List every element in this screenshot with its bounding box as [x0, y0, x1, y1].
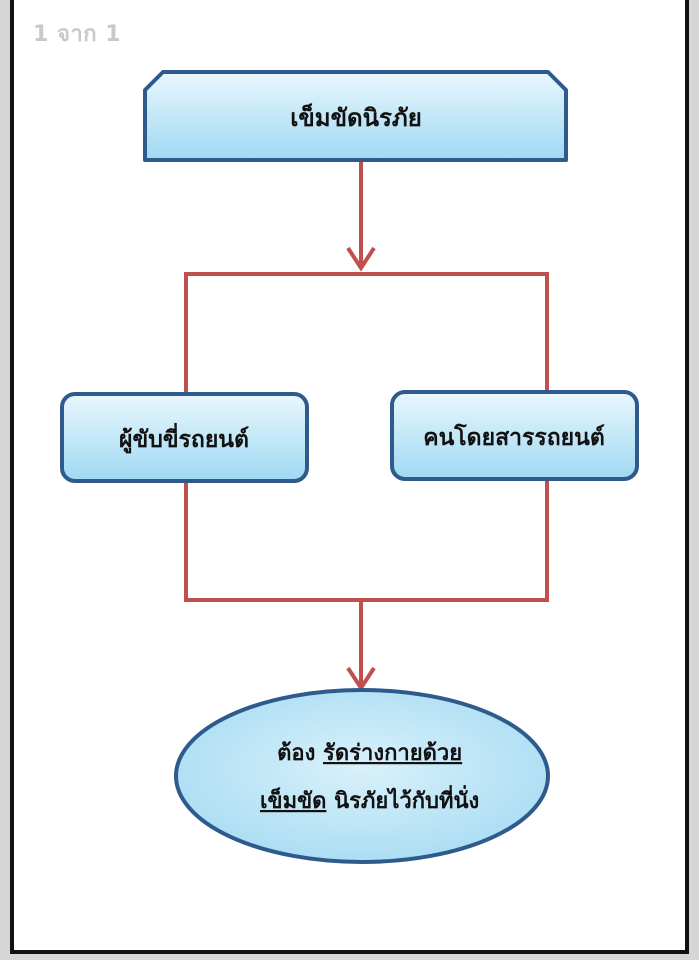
- connectors: [184, 160, 549, 692]
- node-passenger-shape: [390, 390, 639, 481]
- page-indicator: 1 จาก 1: [33, 22, 121, 47]
- node-instruction-line2: เข็มขัด นิรภัยไว้กับที่นั่ง: [206, 784, 517, 814]
- connector-merge-bracket: [184, 480, 549, 602]
- connector-split-bracket: [184, 272, 549, 394]
- instruction-line1-emphasis: รัดร่างกายด้วย: [323, 741, 462, 766]
- node-driver-shape: [60, 392, 309, 483]
- node-instruction-line1: ต้อง รัดร่างกายด้วย: [224, 741, 501, 766]
- node-seatbelt: เข็มขัดนิรภัย: [143, 70, 568, 162]
- node-passenger: คนโดยสารรถยนต์: [390, 390, 639, 481]
- node-driver-label: ผู้ขับขี่รถยนต์: [119, 422, 249, 454]
- node-instruction-shape: [174, 688, 550, 864]
- node-passenger-label: คนโดยสารรถยนต์: [423, 423, 605, 451]
- node-driver: ผู้ขับขี่รถยนต์: [60, 392, 309, 483]
- instruction-line1-prefix: ต้อง: [277, 741, 323, 766]
- instruction-line2-emphasis: เข็มขัด: [260, 786, 326, 814]
- node-seatbelt-label: เข็มขัดนิรภัย: [290, 103, 422, 132]
- node-seatbelt-shape: [143, 70, 568, 162]
- arrowhead-bottom: [346, 666, 376, 692]
- instruction-line2-suffix: นิรภัยไว้กับที่นั่ง: [326, 784, 479, 814]
- arrowhead-top: [346, 246, 376, 272]
- node-instruction: ต้อง รัดร่างกายด้วย เข็มขัด นิรภัยไว้กับ…: [174, 688, 550, 864]
